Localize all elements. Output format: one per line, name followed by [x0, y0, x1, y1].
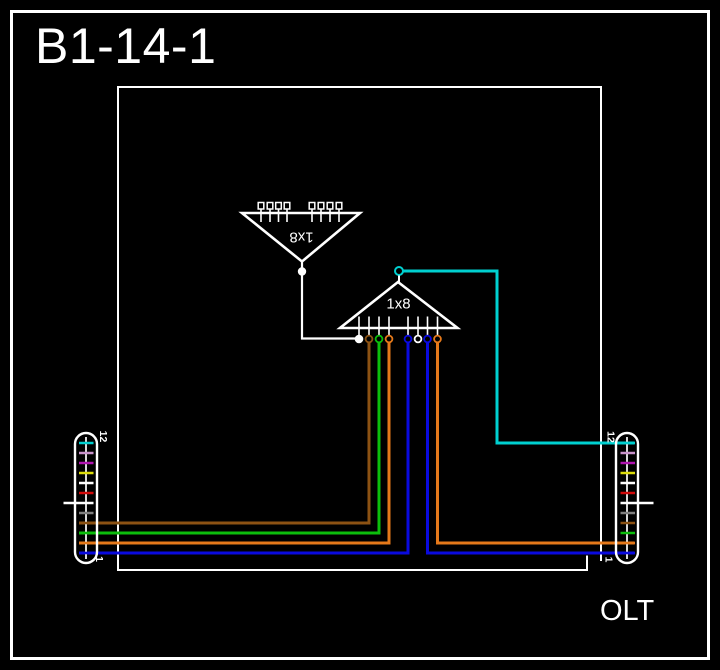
left-cable-connector: 12 1: [63, 431, 109, 565]
fiber-left-2-orange: [79, 342, 391, 545]
left-cable-fiber-ticks: [63, 441, 94, 555]
right-cable-top-number: 12: [605, 431, 617, 443]
fiber-right-2-orange: [436, 342, 635, 545]
fiber-left-4-brown: [79, 342, 371, 525]
splitter-upper-body: [238, 211, 364, 264]
splitter-upper-input-feed-line: [300, 262, 356, 340]
fiber-right-1-blue: [426, 342, 635, 555]
splitter-lower-port-2-dot: [364, 334, 374, 344]
fiber-left-1-blue: [79, 342, 410, 555]
fiber-routes: [79, 269, 635, 555]
splitter-upper-input-dot: [297, 267, 307, 276]
outer-border: [10, 10, 710, 660]
right-cable-body: [614, 431, 640, 565]
diagram-title: B1-14-1: [35, 18, 216, 74]
olt-label: OLT: [600, 595, 655, 627]
left-cable-body: [73, 431, 99, 565]
splitter-lower-input-dot: [394, 266, 404, 276]
right-cable-fiber-ticks: [620, 441, 654, 555]
splice-enclosure-box: [117, 86, 602, 571]
right-cable-connector: 12 1: [603, 431, 654, 565]
splitter-lower-port-stems: [358, 316, 439, 336]
splitter-lower-port-6-dot: [413, 334, 423, 344]
splitter-lower-port-8-dot: [433, 334, 442, 344]
splitter-upper-label: 1x8: [289, 229, 313, 246]
splitter-lower-label: 1x8: [386, 296, 410, 313]
splitter-lower-port-5-dot: [403, 334, 413, 344]
splitter-lower-port-4-dot: [384, 334, 394, 344]
splitter-upper-port-stems: [260, 209, 340, 222]
splitter-upper-port-terminators: [257, 201, 343, 210]
fiber-right-12-aqua-feed: [403, 269, 635, 445]
fiber-left-3-green: [79, 342, 381, 535]
splitter-lower-port-3-dot: [374, 334, 384, 344]
left-cable-top-number: 12: [97, 431, 109, 443]
splitter-upper: 1x8: [238, 201, 364, 340]
left-cable-bottom-number: 1: [93, 556, 105, 562]
right-cable-bottom-number: 1: [603, 557, 615, 563]
splitter-lower-port-7-dot: [423, 334, 432, 344]
splitter-lower-port-1-dot: [354, 334, 364, 344]
splitter-lower: 1x8: [336, 266, 462, 344]
